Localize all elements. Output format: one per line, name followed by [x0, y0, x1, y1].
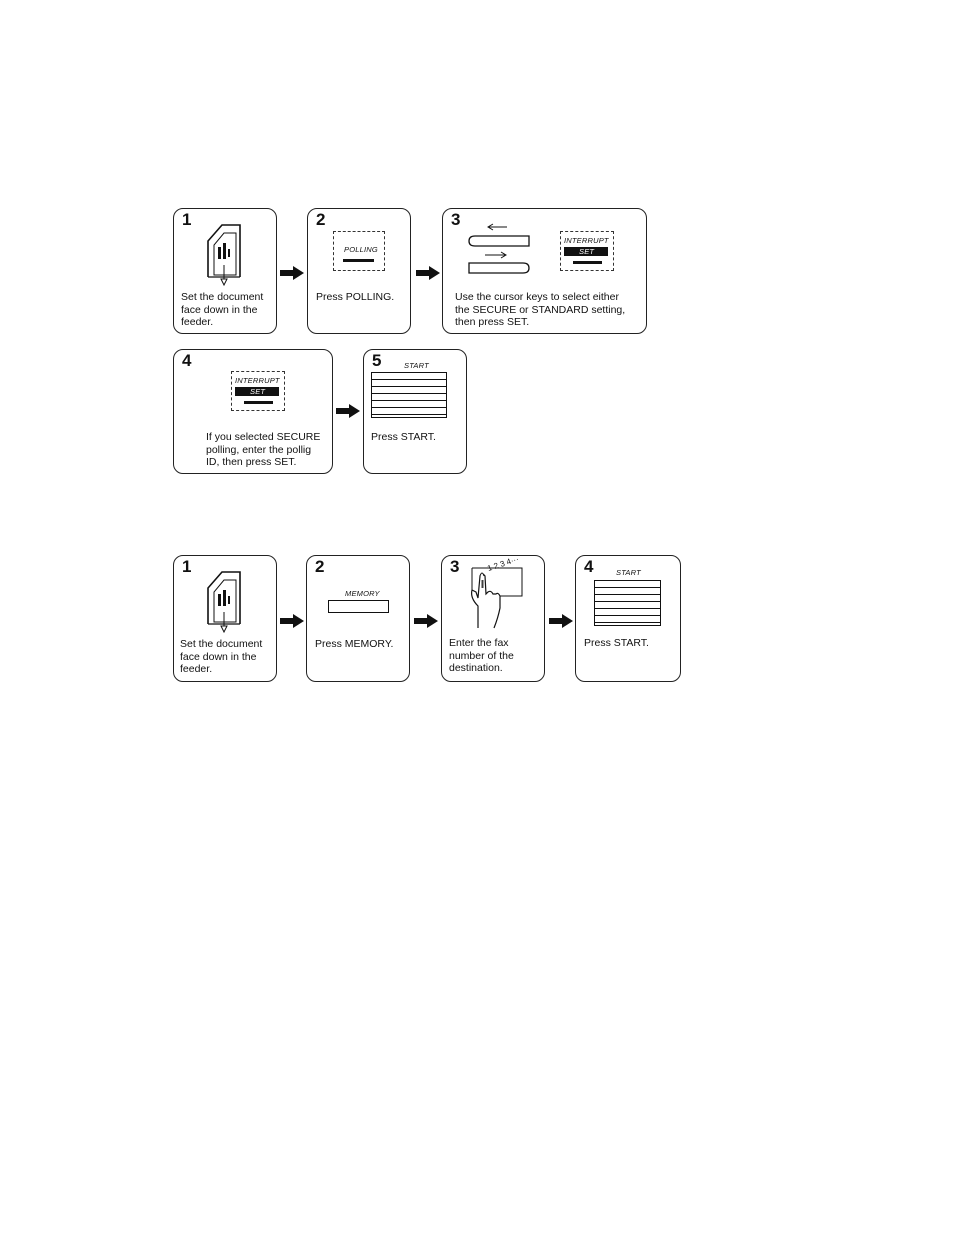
- step-caption: Press START.: [584, 637, 649, 649]
- interrupt-set-key-frame: INTERRUPT SET: [231, 371, 285, 411]
- set-key[interactable]: SET: [235, 387, 279, 396]
- start-key-label: START: [404, 361, 429, 370]
- polling-step-3: 3 INTERRUPT SET Use the cursor keys to s…: [442, 208, 647, 334]
- polling-step-2: 2 POLLING Press POLLING.: [307, 208, 411, 334]
- step-number: 3: [450, 557, 460, 576]
- step-caption: If you selected SECURE polling, enter th…: [206, 431, 321, 469]
- start-key-label: START: [616, 568, 641, 577]
- polling-step-4: 4 INTERRUPT SET If you selected SECURE p…: [173, 349, 333, 474]
- polling-key-label: POLLING: [344, 245, 378, 254]
- interrupt-set-key-frame: INTERRUPT SET: [560, 231, 614, 271]
- step-caption: Use the cursor keys to select either the…: [455, 291, 626, 329]
- arrow-right-icon: [336, 404, 360, 418]
- step-caption: Press POLLING.: [316, 291, 395, 303]
- step-number: 1: [182, 210, 192, 229]
- memory-step-3: 3 1 2 3 4··· Enter the fax number of the…: [441, 554, 545, 682]
- step-number: 2: [315, 557, 325, 576]
- step-number: 2: [316, 210, 326, 229]
- cursor-keys-icon[interactable]: [465, 221, 535, 279]
- step-caption: Press START.: [371, 431, 436, 443]
- step-number: 4: [182, 351, 192, 370]
- memory-step-1: 1 Set the document face down in the feed…: [173, 555, 277, 682]
- arrow-right-icon: [280, 266, 304, 280]
- arrow-right-icon: [280, 614, 304, 628]
- step-caption: Set the document face down in the feeder…: [181, 291, 264, 329]
- start-button[interactable]: [371, 372, 447, 418]
- memory-step-2: 2 MEMORY Press MEMORY.: [306, 555, 410, 682]
- set-button[interactable]: [244, 401, 273, 404]
- polling-step-5: 5 START Press START.: [363, 349, 467, 474]
- step-number: 5: [372, 351, 382, 370]
- document-feeder-icon: [207, 571, 241, 634]
- polling-key-frame: POLLING: [333, 231, 385, 271]
- interrupt-key-label: INTERRUPT: [235, 376, 280, 385]
- set-button[interactable]: [573, 261, 602, 264]
- arrow-right-icon: [416, 266, 440, 280]
- interrupt-key-label: INTERRUPT: [564, 236, 609, 245]
- memory-step-4: 4 START Press START.: [575, 555, 681, 682]
- document-feeder-icon: [207, 224, 241, 287]
- finger-press-icon: [471, 567, 523, 629]
- start-button[interactable]: [594, 580, 661, 626]
- arrow-right-icon: [549, 614, 573, 628]
- memory-key-label: MEMORY: [345, 589, 380, 598]
- step-caption: Press MEMORY.: [315, 638, 394, 650]
- set-key-label: SET: [579, 247, 595, 256]
- arrow-right-icon: [414, 614, 438, 628]
- step-caption: Enter the fax number of the destination.: [449, 637, 514, 675]
- step-number: 1: [182, 557, 192, 576]
- step-caption: Set the document face down in the feeder…: [180, 638, 263, 676]
- memory-button[interactable]: [328, 600, 389, 613]
- set-key[interactable]: SET: [564, 247, 608, 256]
- step-number: 3: [451, 210, 461, 229]
- polling-step-1: 1 Set the document face down in the feed…: [173, 208, 277, 334]
- set-key-label: SET: [250, 387, 266, 396]
- step-number: 4: [584, 557, 594, 576]
- polling-button[interactable]: [343, 259, 374, 262]
